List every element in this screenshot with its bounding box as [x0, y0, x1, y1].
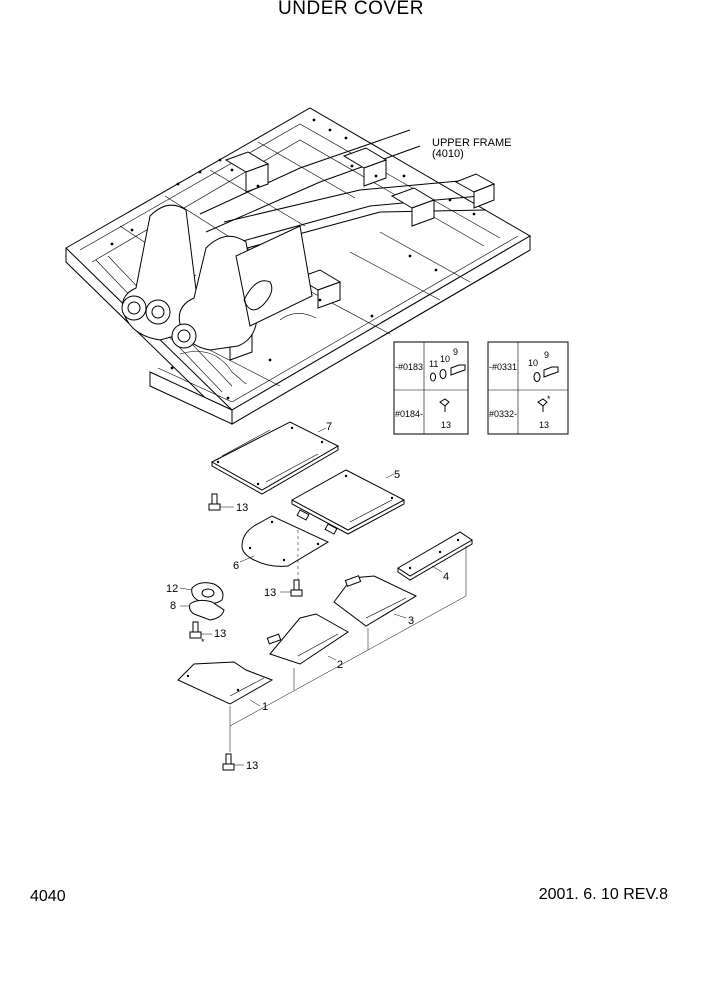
cover-part-3: [333, 575, 418, 627]
callout-13-a: 13: [236, 502, 248, 514]
inset-2-bottom-serial: #0332-: [489, 409, 517, 419]
inset-1-bolt-icon: [450, 364, 466, 376]
inset-table-1: -#0183 #0184- 11 10 9 13: [393, 341, 469, 435]
callout-4: 4: [443, 571, 449, 583]
upper-frame-ref: (4010): [432, 148, 464, 160]
bolt-13-c-asterisk: *: [201, 637, 205, 647]
callout-7: 7: [326, 421, 332, 433]
upper-frame-drawing: [65, 107, 531, 425]
cover-part-6: [241, 515, 330, 567]
inset-1-part-13: 13: [441, 420, 451, 430]
inset-1-top-serial: -#0183: [395, 362, 423, 372]
inset-1-part-10: 10: [440, 354, 450, 364]
page-number: 4040: [30, 888, 66, 905]
plate-part-8: [189, 599, 225, 621]
inset-2-bolt-icon: [543, 366, 559, 378]
inset-2-part-10: 10: [528, 358, 538, 368]
cover-part-5: [290, 469, 406, 535]
callout-2: 2: [337, 659, 343, 671]
bolt-13-a: [208, 493, 234, 511]
callout-13-d: 13: [246, 760, 258, 772]
inset-1-bottom-serial: #0184-: [395, 409, 423, 419]
bolt-13-d: [222, 753, 244, 771]
inset-1-lockwasher-icon: [439, 369, 447, 379]
cover-part-7: [210, 421, 340, 495]
inset-2-clip-icon: [537, 398, 548, 412]
upper-frame-label: UPPER FRAME: [432, 137, 511, 149]
inset-1-clip-icon: [439, 398, 450, 412]
callout-13-b: 13: [264, 587, 276, 599]
page-title: UNDER COVER: [278, 0, 424, 19]
bolt-13-c: *: [189, 621, 212, 647]
inset-2-washer-icon: [533, 372, 541, 382]
callout-6: 6: [233, 560, 239, 572]
bolt-13-b: [280, 579, 303, 597]
inset-table-2: -#0331 #0332- 10 9 * 13: [487, 341, 569, 435]
callout-5: 5: [394, 469, 400, 481]
callout-12: 12: [166, 583, 178, 595]
inset-2-top-serial: -#0331: [489, 362, 517, 372]
cover-part-2: [266, 613, 349, 665]
inset-2-asterisk: *: [547, 394, 551, 404]
inset-1-part-9: 9: [453, 347, 458, 357]
revision-date: 2001. 6. 10 REV.8: [538, 886, 668, 903]
callout-1: 1: [262, 701, 268, 713]
inset-1-washer-icon: [430, 372, 436, 382]
callout-3: 3: [408, 615, 414, 627]
assembly-bracket-lines: [229, 546, 467, 752]
cover-part-1: [177, 661, 274, 705]
inset-1-part-11: 11: [429, 359, 438, 369]
cover-part-4: [397, 531, 473, 581]
gasket-part-12: [191, 582, 224, 605]
callout-13-c: 13: [214, 628, 226, 640]
inset-2-part-9: 9: [544, 350, 549, 360]
callout-8: 8: [170, 600, 176, 612]
inset-2-part-13: 13: [539, 420, 549, 430]
frame-bolt-holes: [110, 118, 476, 400]
